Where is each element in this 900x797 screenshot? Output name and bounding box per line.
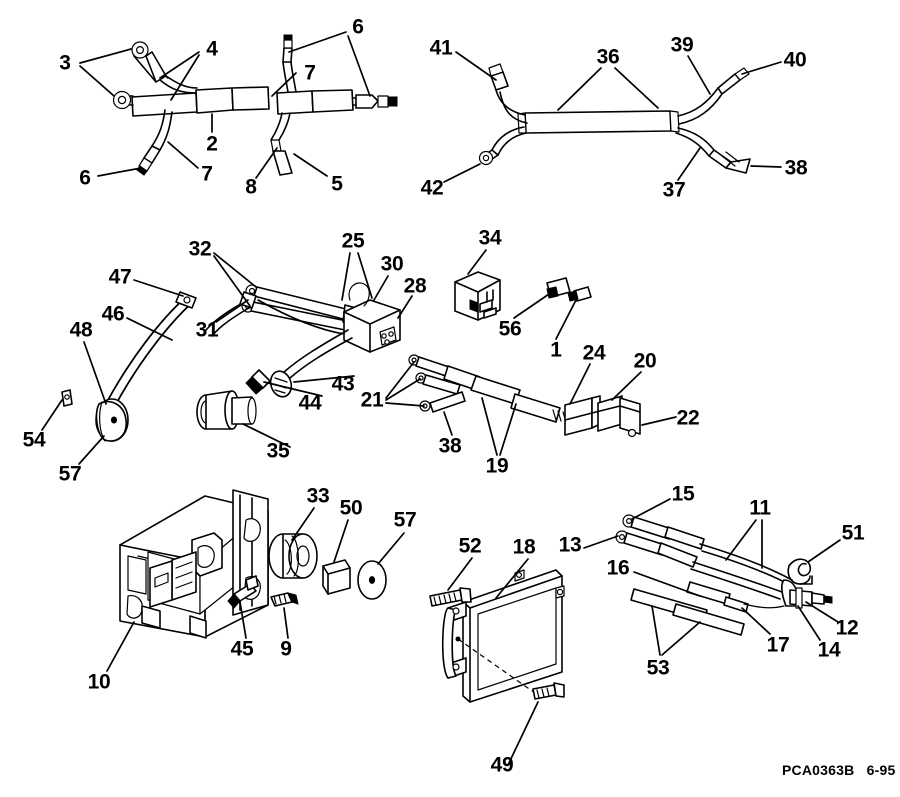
- callout-24: 24: [582, 341, 606, 365]
- callout-42: 42: [420, 176, 444, 200]
- callout-7: 7: [304, 61, 316, 85]
- callout-39: 39: [670, 33, 694, 57]
- callout-46: 46: [101, 302, 125, 326]
- callout-21: 21: [360, 388, 384, 412]
- callout-16: 16: [606, 556, 630, 580]
- callout-47: 47: [108, 265, 132, 289]
- harness-assembly-right: [478, 63, 751, 174]
- callout-48: 48: [69, 318, 93, 342]
- callout-51: 51: [841, 521, 865, 545]
- grommet-part-33: [268, 533, 318, 579]
- screw-part-9: [270, 592, 299, 607]
- cover-plate-part-18: [441, 569, 565, 703]
- callout-30: 30: [380, 252, 404, 276]
- callout-56: 56: [498, 317, 522, 341]
- callout-31: 31: [195, 318, 219, 342]
- callout-12: 12: [835, 616, 859, 640]
- callout-22: 22: [676, 406, 700, 430]
- callout-52: 52: [458, 534, 482, 558]
- callout-38: 38: [438, 434, 462, 458]
- callout-9: 9: [280, 637, 292, 661]
- electrical-box-part-10: [119, 489, 269, 639]
- callout-45: 45: [230, 637, 254, 661]
- callout-1: 1: [550, 338, 562, 362]
- washer-part-57: [357, 560, 387, 600]
- callout-3: 3: [59, 51, 71, 75]
- spacer-part-50: [322, 559, 351, 595]
- solenoid-cable-group: [205, 282, 401, 398]
- callout-36: 36: [596, 45, 620, 69]
- relay-part-34: [454, 271, 501, 321]
- bolt-part-49: [532, 682, 565, 700]
- callout-6: 6: [352, 15, 364, 39]
- callout-4: 4: [206, 37, 218, 61]
- harness-assembly-left: [112, 34, 398, 176]
- callout-57: 57: [58, 462, 82, 486]
- terminal-part-45: [227, 575, 259, 609]
- callout-50: 50: [339, 496, 363, 520]
- callout-17: 17: [766, 633, 790, 657]
- callout-43: 43: [331, 372, 355, 396]
- callout-18: 18: [512, 535, 536, 559]
- callout-38: 38: [784, 156, 808, 180]
- callout-11: 11: [749, 496, 771, 520]
- callout-10: 10: [87, 670, 111, 694]
- callout-2: 2: [206, 132, 218, 156]
- screw-part-1: [567, 286, 592, 302]
- callout-34: 34: [478, 226, 502, 250]
- callout-14: 14: [817, 638, 841, 662]
- callout-25: 25: [341, 229, 365, 253]
- callout-41: 41: [429, 36, 453, 60]
- bolt-part-52: [429, 587, 472, 607]
- callout-44: 44: [298, 391, 322, 415]
- ground-cable-assembly: [61, 291, 197, 442]
- control-cable-assembly: [615, 514, 833, 636]
- callout-53: 53: [646, 656, 670, 680]
- callout-6: 6: [79, 166, 91, 190]
- callout-5: 5: [331, 172, 343, 196]
- callout-15: 15: [671, 482, 695, 506]
- callout-57: 57: [393, 508, 417, 532]
- callout-20: 20: [633, 349, 657, 373]
- callout-19: 19: [485, 454, 509, 478]
- drawing-code: PCA0363B 6-95: [782, 762, 896, 778]
- callout-33: 33: [306, 484, 330, 508]
- callout-54: 54: [22, 428, 46, 452]
- callout-7: 7: [201, 162, 213, 186]
- callout-28: 28: [403, 274, 427, 298]
- callout-13: 13: [558, 533, 582, 557]
- callout-35: 35: [266, 439, 290, 463]
- battery-cable-assembly: [408, 354, 641, 438]
- bushing-part-35: [196, 390, 257, 430]
- callout-37: 37: [662, 178, 686, 202]
- callout-32: 32: [188, 237, 212, 261]
- callout-40: 40: [783, 48, 807, 72]
- callout-49: 49: [490, 753, 514, 777]
- callout-8: 8: [245, 175, 257, 199]
- clip-part-56: [546, 277, 571, 299]
